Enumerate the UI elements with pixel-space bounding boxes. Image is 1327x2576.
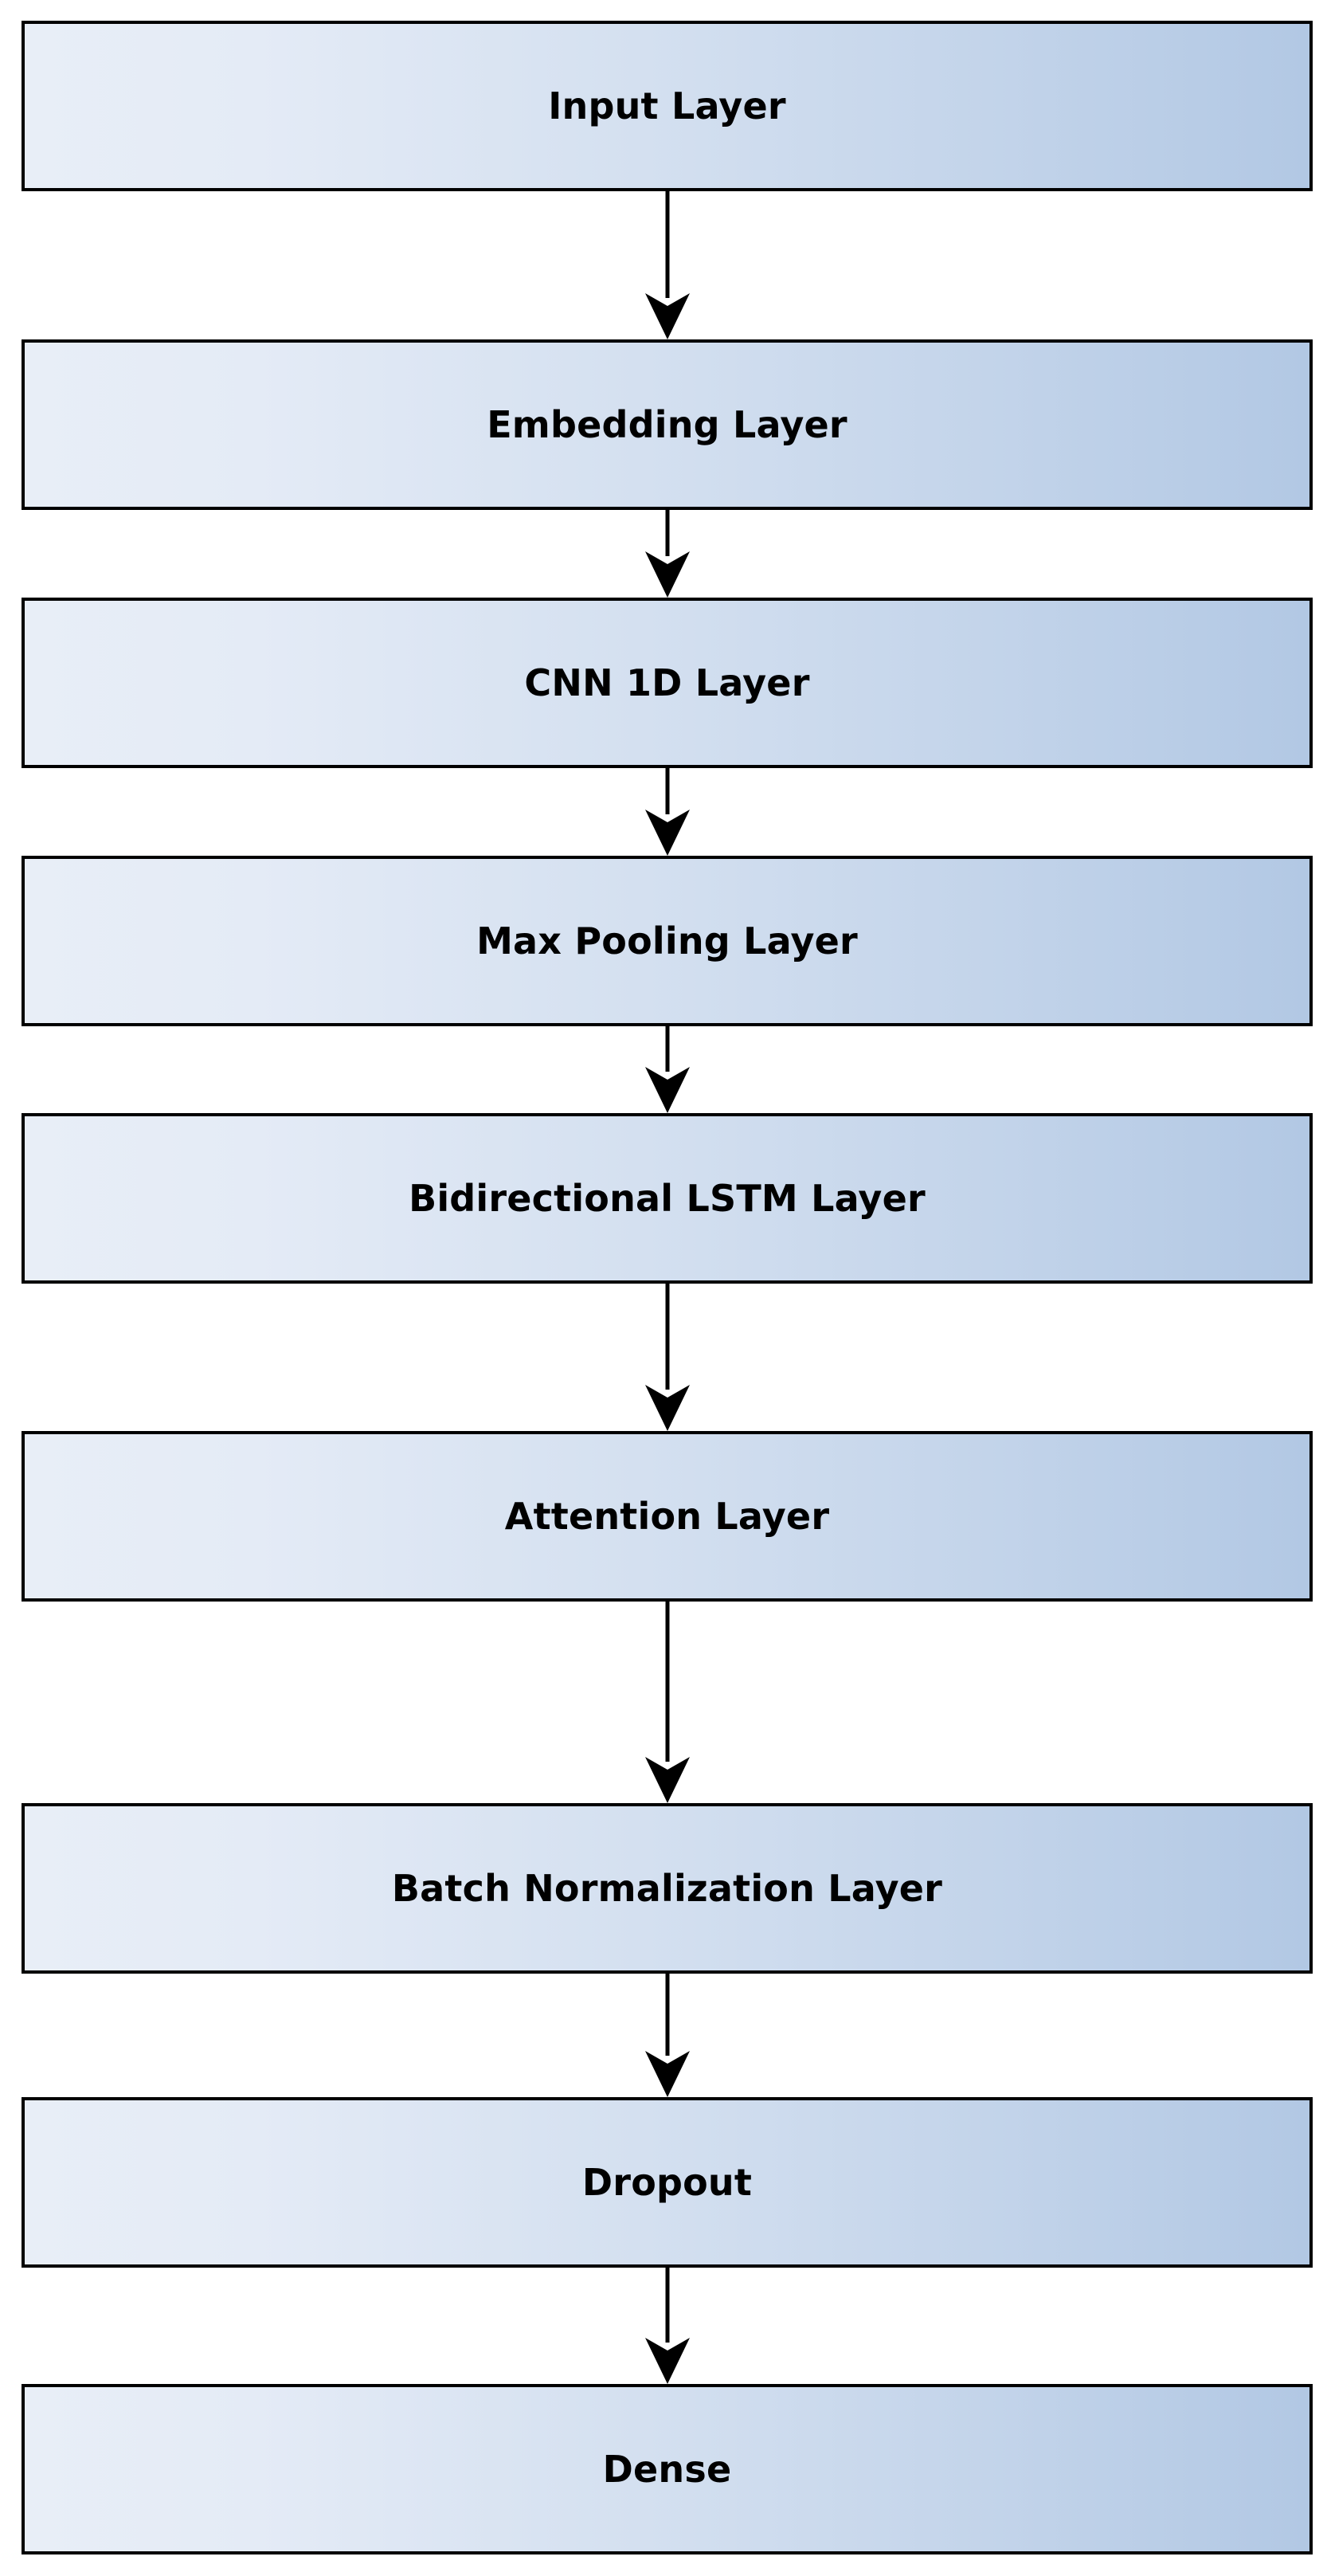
node-attention[interactable]: Attention Layer [22,1431,1313,1602]
edge-arrowhead [645,2338,690,2384]
node-label-batchnorm: Batch Normalization Layer [391,1867,943,1910]
edge-arrowhead [645,1067,690,1113]
node-label-input: Input Layer [548,84,786,127]
edge-arrowhead [645,551,690,598]
node-label-cnn1d: CNN 1D Layer [524,661,810,704]
node-dropout[interactable]: Dropout [22,2097,1313,2268]
node-bilstm[interactable]: Bidirectional LSTM Layer [22,1113,1313,1284]
edge-arrowhead [645,1385,690,1431]
node-label-embedding: Embedding Layer [487,403,847,446]
edge-arrowhead [645,293,690,339]
node-label-dense: Dense [602,2448,732,2491]
edge-arrowhead [645,2051,690,2097]
edge-arrowhead [645,1757,690,1803]
node-embedding[interactable]: Embedding Layer [22,339,1313,510]
edge-arrowhead [645,810,690,856]
node-label-bilstm: Bidirectional LSTM Layer [409,1177,926,1220]
node-input[interactable]: Input Layer [22,21,1313,191]
node-maxpool[interactable]: Max Pooling Layer [22,856,1313,1026]
node-dense[interactable]: Dense [22,2384,1313,2554]
node-label-maxpool: Max Pooling Layer [476,919,858,963]
node-label-dropout: Dropout [581,2161,753,2204]
node-batchnorm[interactable]: Batch Normalization Layer [22,1803,1313,1974]
node-cnn1d[interactable]: CNN 1D Layer [22,598,1313,768]
node-label-attention: Attention Layer [504,1495,830,1538]
